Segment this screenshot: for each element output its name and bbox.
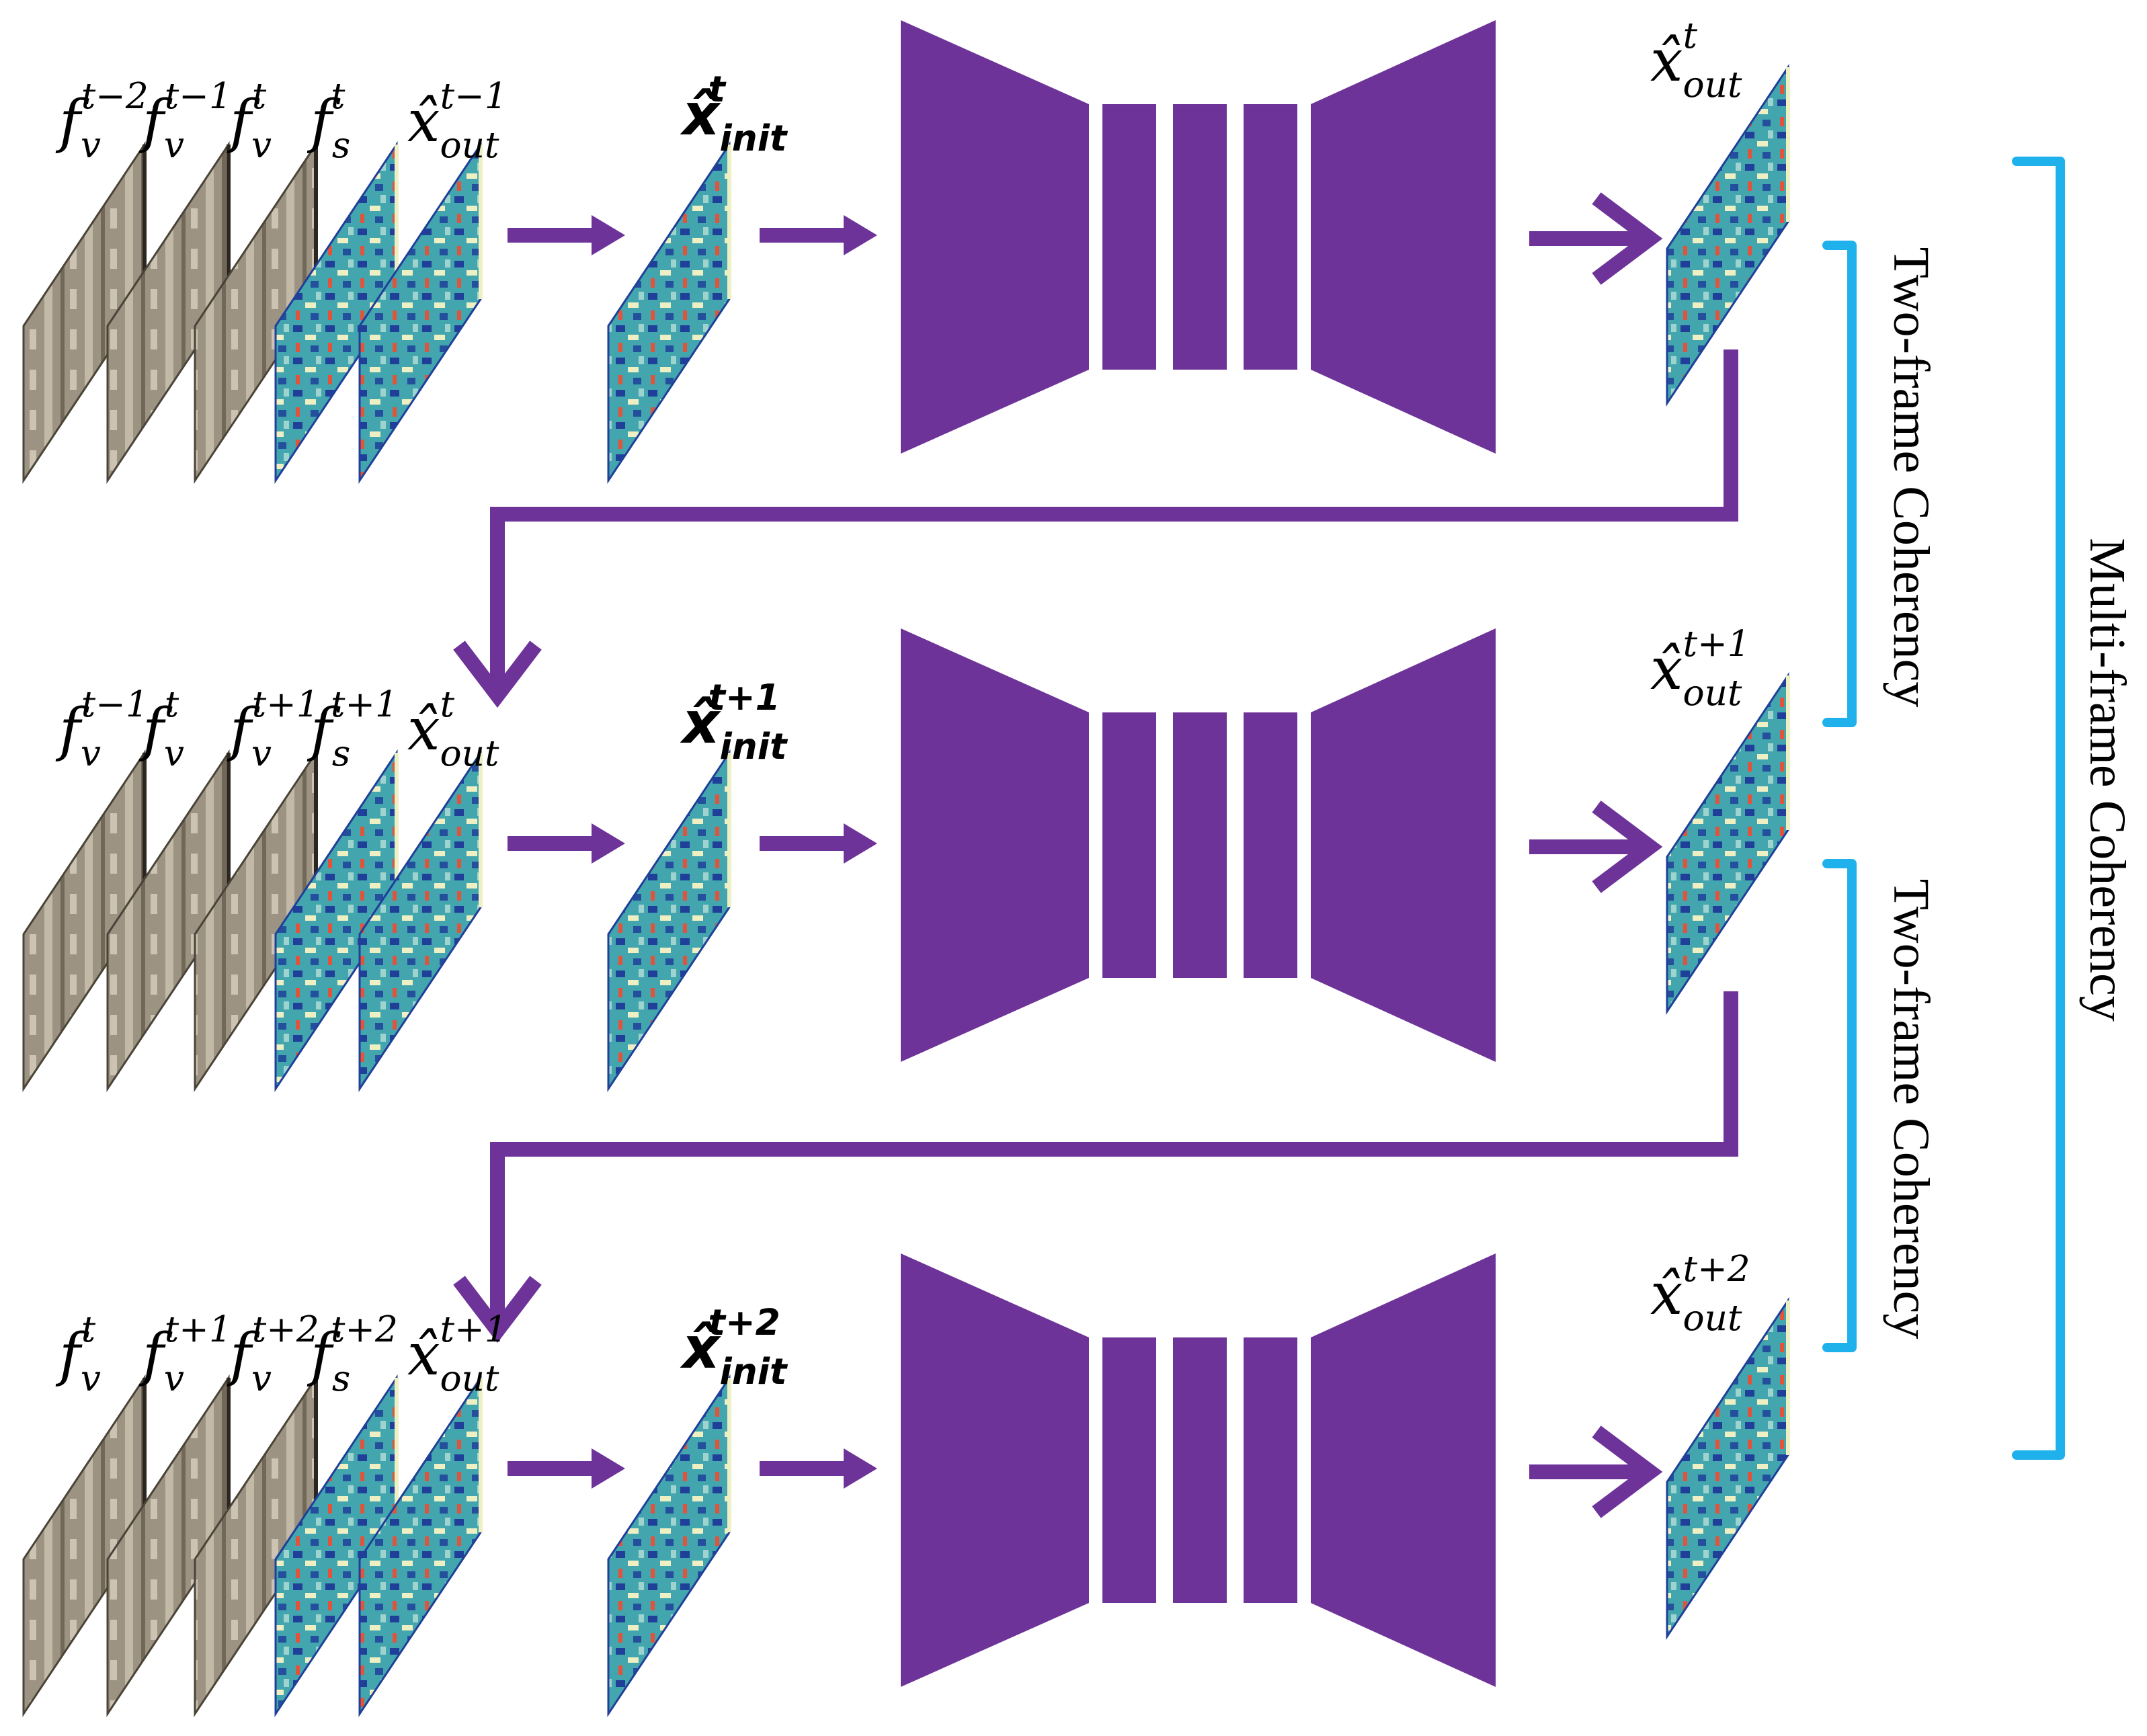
- output-label: x̂outt+2: [1650, 1248, 1750, 1339]
- input-label-3: fvt: [226, 75, 272, 166]
- init-frame: [607, 1374, 731, 1717]
- residual-block-2: [1173, 104, 1227, 370]
- input-frame-2: [106, 749, 231, 1092]
- decoder-block: [1311, 628, 1496, 1062]
- input-label-4: fst+2: [307, 1309, 398, 1399]
- decoder-block: [1311, 1253, 1496, 1687]
- encoder-block: [901, 1253, 1089, 1687]
- input-label-1: fvt−1: [55, 684, 149, 774]
- feedback-connector-1: [453, 349, 1738, 708]
- init-frame: [607, 749, 731, 1092]
- arrow-to-network: [760, 215, 877, 255]
- feedback-connector-2: [453, 991, 1738, 1344]
- arrow-to-init: [508, 1448, 625, 1489]
- input-label-5: x̂outt+1: [407, 1309, 508, 1399]
- input-frame-5: [358, 1374, 483, 1717]
- input-label-1: fvt: [55, 1309, 101, 1399]
- multi-frame-bracket: [2012, 157, 2065, 1460]
- encoder-decoder-network: [901, 20, 1496, 454]
- encoder-decoder-network: [901, 1253, 1496, 1687]
- encoder-decoder-network: [901, 628, 1496, 1062]
- residual-block-3: [1244, 104, 1297, 370]
- output-frame: [1666, 672, 1790, 1015]
- residual-block-1: [1102, 1337, 1156, 1603]
- input-label-2: fvt: [138, 684, 184, 774]
- input-label-5: x̂outt: [407, 684, 499, 774]
- multi-frame-coherency-label: Multi-frame Coherency: [2079, 538, 2136, 1022]
- residual-block-2: [1173, 1337, 1227, 1603]
- input-label-1: fvt−2: [55, 75, 149, 166]
- input-frame-2: [106, 1374, 231, 1717]
- input-frame-5: [358, 749, 483, 1092]
- residual-block-3: [1244, 712, 1297, 978]
- input-frame-5: [358, 141, 483, 484]
- arrow-to-output: [1529, 192, 1663, 285]
- input-label-3: fvt+1: [226, 684, 319, 774]
- output-label: x̂outt+1: [1650, 623, 1750, 714]
- init-label: x̂initt+2: [680, 1302, 788, 1393]
- output-label: x̂outt: [1650, 15, 1742, 106]
- decoder-block: [1311, 20, 1496, 454]
- input-label-5: x̂outt−1: [407, 75, 508, 166]
- arrow-to-output: [1529, 800, 1663, 893]
- input-frame-2: [106, 141, 231, 484]
- arrow-to-network: [760, 1448, 877, 1489]
- input-label-4: fst: [307, 75, 350, 166]
- encoder-block: [901, 628, 1089, 1062]
- two-frame-coherency-label-upper: Two-frame Coherency: [1883, 247, 1939, 708]
- residual-block-3: [1244, 1337, 1297, 1603]
- arrow-to-init: [508, 823, 625, 864]
- input-label-3: fvt+2: [226, 1309, 319, 1399]
- encoder-block: [901, 20, 1089, 454]
- two-frame-coherency-label-lower: Two-frame Coherency: [1883, 879, 1939, 1339]
- init-label: x̂initt+1: [680, 677, 788, 768]
- init-label: x̂initt: [680, 69, 788, 159]
- input-label-2: fvt−1: [138, 75, 232, 166]
- input-label-4: fst+1: [307, 684, 398, 774]
- residual-block-1: [1102, 712, 1156, 978]
- two-frame-bracket-upper: [1822, 241, 1857, 727]
- two-frame-bracket-lower: [1822, 859, 1857, 1352]
- output-frame: [1666, 64, 1790, 407]
- residual-block-1: [1102, 104, 1156, 370]
- arrow-to-output: [1529, 1425, 1663, 1518]
- output-frame: [1666, 1297, 1790, 1640]
- input-label-2: fvt+1: [138, 1309, 232, 1399]
- arrow-to-network: [760, 823, 877, 864]
- init-frame: [607, 141, 731, 484]
- arrow-to-init: [508, 215, 625, 255]
- residual-block-2: [1173, 712, 1227, 978]
